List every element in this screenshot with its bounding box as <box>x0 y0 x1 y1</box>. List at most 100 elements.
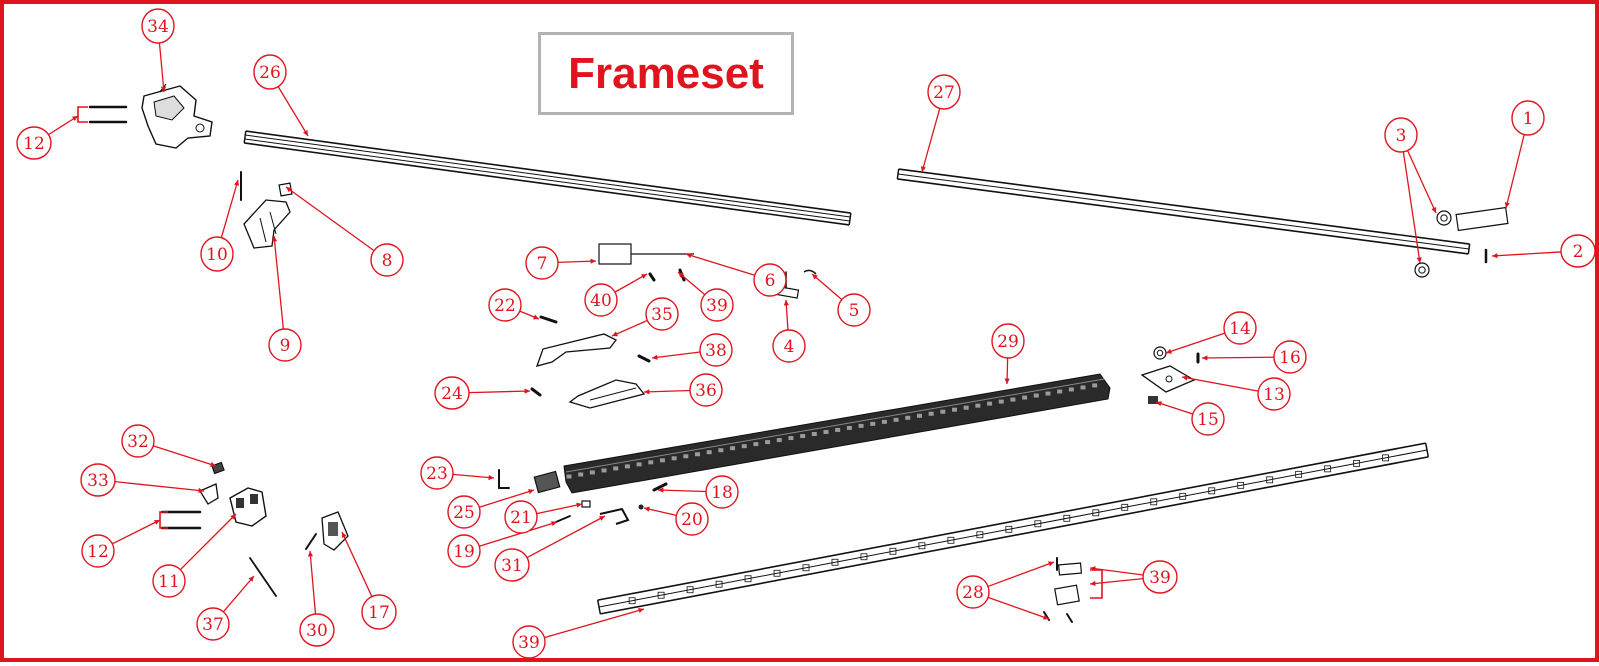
leader-arrow <box>286 187 292 193</box>
front-mount <box>141 83 213 149</box>
rail-slot <box>1092 383 1098 388</box>
leader-line <box>1505 134 1525 209</box>
leader-arrow <box>590 258 596 264</box>
callout-12: 12 <box>81 534 115 568</box>
callout-9: 9 <box>268 328 302 362</box>
callout-circle <box>753 263 787 297</box>
leader-arrow <box>1416 257 1422 263</box>
leader-line <box>1406 150 1437 214</box>
ball <box>638 504 644 510</box>
leader-line <box>526 515 606 559</box>
leader-lines-layer <box>48 42 1562 639</box>
callout-circle <box>268 328 302 362</box>
leader-line <box>179 513 237 571</box>
leader-arrow <box>154 520 160 525</box>
callout-label: 15 <box>1197 410 1219 430</box>
rail-hole <box>686 586 694 594</box>
callout-label: 34 <box>147 17 169 37</box>
rail-hole <box>1208 487 1216 495</box>
rail-slot <box>730 446 736 451</box>
callout-6: 6 <box>753 263 787 297</box>
callout-12: 12 <box>16 126 52 160</box>
callout-circle <box>1560 234 1596 268</box>
rail-slot <box>940 409 946 414</box>
leader-arrow <box>248 576 254 582</box>
leader-line <box>114 481 205 492</box>
callout-label: 31 <box>501 556 523 576</box>
leader-line <box>273 235 285 330</box>
leader-arrow <box>230 514 236 520</box>
leader-line <box>614 273 648 293</box>
rail-slot <box>765 440 771 445</box>
callout-circle <box>525 246 559 280</box>
rail-hole <box>976 531 984 539</box>
leader-arrow <box>524 388 530 394</box>
callout-27: 27 <box>927 74 961 110</box>
rail-hole <box>1034 520 1042 528</box>
leader-arrow <box>1043 614 1049 620</box>
rail-slot <box>566 474 572 479</box>
rail-slot <box>987 401 993 406</box>
housing <box>598 243 632 265</box>
callout-label: 4 <box>784 337 795 357</box>
pin <box>637 354 651 363</box>
rail-slot <box>788 436 794 441</box>
callout-40: 40 <box>584 283 618 317</box>
rail-slot <box>823 429 829 434</box>
callout-30: 30 <box>299 613 335 647</box>
leader-line <box>987 561 1055 588</box>
leader-line <box>987 596 1050 620</box>
callout-circle <box>991 323 1025 359</box>
leader-arrow <box>302 130 308 136</box>
leader-line <box>277 86 309 137</box>
rail-hole <box>657 591 665 599</box>
callout-label: 39 <box>1149 568 1171 588</box>
callout-circle <box>689 373 723 407</box>
callout-16: 16 <box>1273 340 1307 374</box>
callout-label: 28 <box>962 583 984 603</box>
leader-line <box>48 115 79 136</box>
leader-arrow <box>920 166 926 172</box>
callout-circle <box>200 236 234 272</box>
callout-label: 17 <box>368 603 390 623</box>
leader-arrow <box>488 474 494 481</box>
callout-label: 39 <box>706 296 728 316</box>
leader-line <box>222 575 255 613</box>
callout-circle <box>837 293 871 327</box>
callout-circle <box>645 297 679 331</box>
leader-arrow <box>198 487 204 494</box>
leader-arrow <box>612 331 618 337</box>
callout-circle <box>152 564 186 598</box>
leader-line <box>153 445 217 467</box>
rail-slot <box>846 425 852 430</box>
leader-arrow <box>812 274 818 280</box>
callout-5: 5 <box>837 293 871 327</box>
callout-label: 12 <box>87 542 109 562</box>
callout-label: 9 <box>280 336 291 356</box>
callout-circle <box>121 424 155 458</box>
rail-slot <box>683 454 689 459</box>
callout-label: 3 <box>1396 126 1407 146</box>
pin <box>555 515 571 523</box>
callout-39: 39 <box>512 625 546 659</box>
rail-slot <box>753 442 759 447</box>
callout-29: 29 <box>991 323 1025 359</box>
leader-line <box>921 108 941 173</box>
rail-slot <box>905 415 911 420</box>
washer <box>1436 210 1452 226</box>
callout-label: 25 <box>453 503 475 523</box>
lever-lower <box>568 379 646 409</box>
pin <box>305 533 317 550</box>
rail-hole <box>831 558 839 566</box>
leader-line <box>1201 356 1275 359</box>
leader-line <box>158 42 165 93</box>
rail-slot <box>1080 385 1086 390</box>
callout-circle <box>420 456 454 490</box>
leader-line <box>557 260 597 264</box>
callout-label: 39 <box>518 633 540 653</box>
leader-line <box>643 507 677 517</box>
rail-slot <box>636 462 642 467</box>
leader-line <box>1165 332 1226 354</box>
callout-circle <box>16 126 52 160</box>
